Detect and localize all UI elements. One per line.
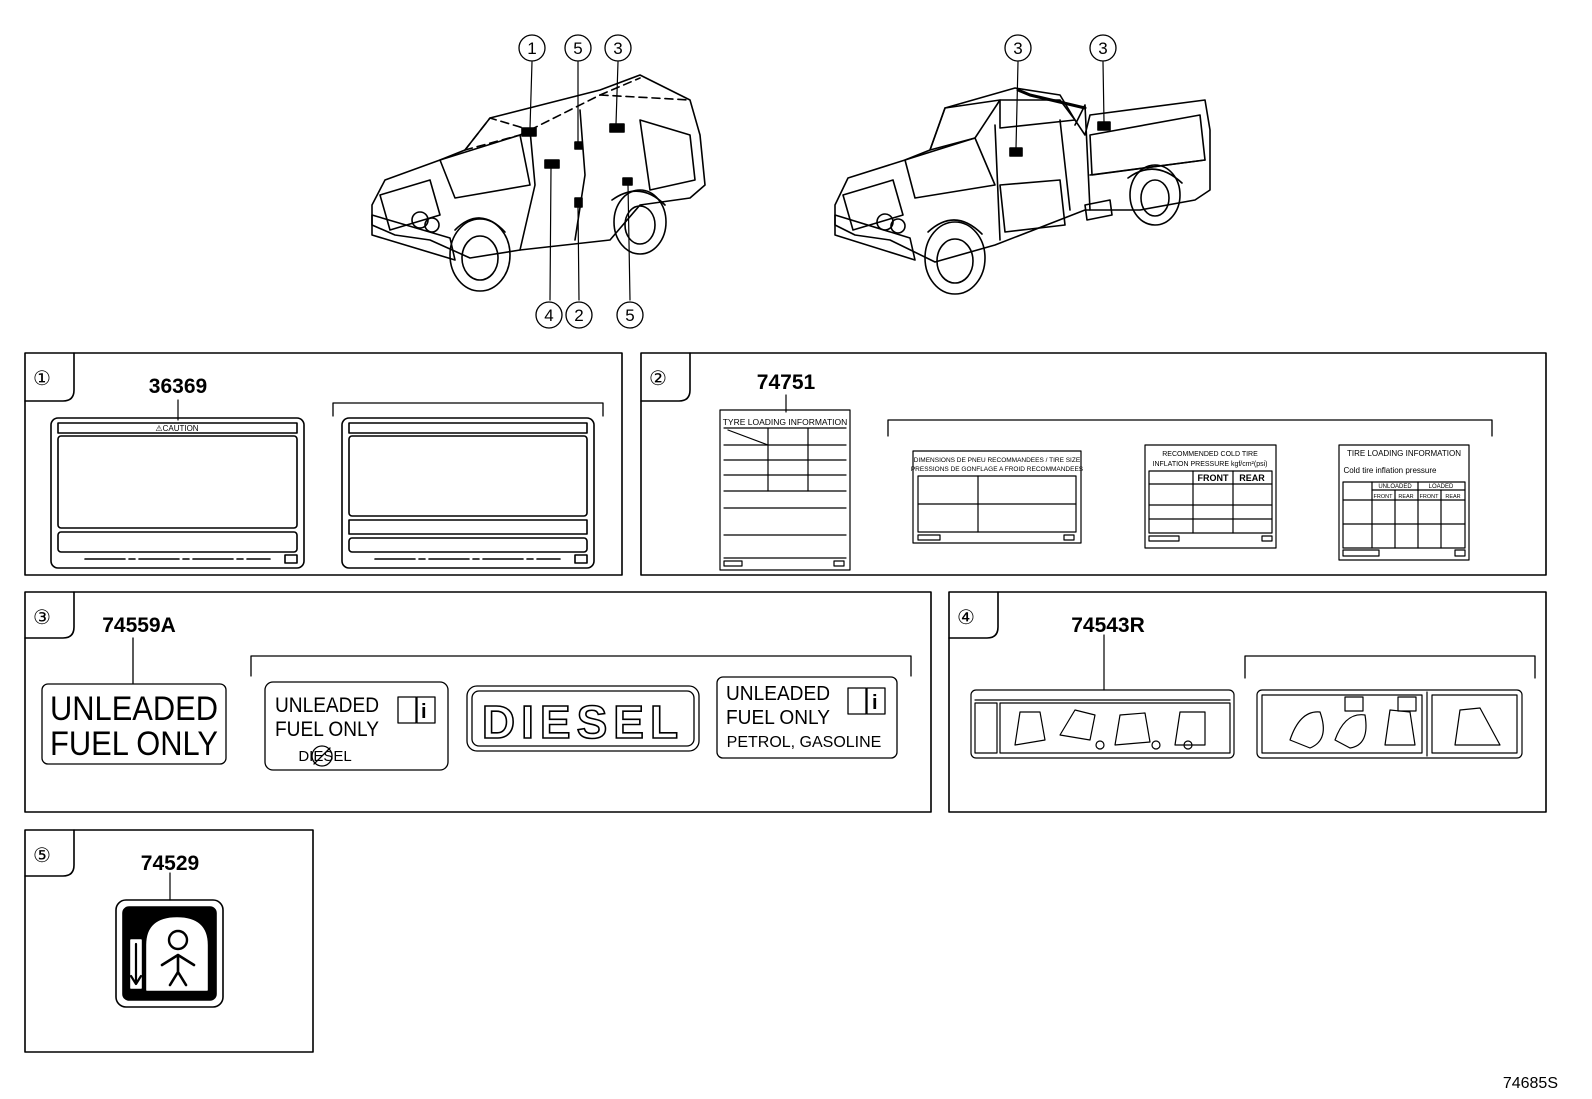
panel-2-labels xyxy=(719,394,1493,571)
panel-3-labels xyxy=(41,637,912,771)
recommended-line-1: RECOMMENDED COLD TIRE xyxy=(1162,451,1258,458)
front-col-2: FRONT xyxy=(1420,494,1440,500)
part-number-74559a: 74559A xyxy=(102,614,176,637)
unloaded-header: UNLOADED xyxy=(1378,484,1412,490)
panel-1-callout: ① xyxy=(33,366,51,390)
panel-2-callout: ② xyxy=(649,366,667,390)
unleaded-petrol-line-1: UNLEADED xyxy=(726,683,830,705)
callout-5-wagon-top: 5 xyxy=(573,39,582,58)
part-number-74751: 74751 xyxy=(757,371,816,394)
figure-code: 74685S xyxy=(1503,1075,1558,1092)
callout-3-wagon: 3 xyxy=(613,39,622,58)
callout-3-pickup-right: 3 xyxy=(1098,39,1107,58)
french-tire-line-2: PRESSIONS DE GONFLAGE A FROID RECOMMANDE… xyxy=(911,466,1084,473)
callout-1-wagon: 1 xyxy=(527,39,536,58)
panel-4-callout: ④ xyxy=(957,605,975,629)
svg-text:i: i xyxy=(872,692,878,714)
panel-1-text: ⚠CAUTION xyxy=(155,424,198,433)
unleaded-book-line-1: UNLEADED xyxy=(275,694,379,717)
panel-4-labels xyxy=(970,634,1536,759)
fuel-only-petrol: FUEL ONLY xyxy=(726,707,830,729)
panel-3-text: UNLEADED FUEL ONLY UNLEADED FUEL ONLY DI… xyxy=(50,683,881,765)
vehicle-pickup xyxy=(834,87,1211,295)
tire-loading-title: TIRE LOADING INFORMATION xyxy=(1347,449,1461,458)
part-number-74543r: 74543R xyxy=(1071,614,1145,637)
unleaded-large-line-1: UNLEADED xyxy=(50,690,218,728)
book-info-icons: i i xyxy=(421,692,878,723)
vehicle-wagon-leaders xyxy=(529,61,631,301)
callout-5-wagon-bottom: 5 xyxy=(625,306,634,325)
rear-col-2: REAR xyxy=(1445,494,1460,500)
fuel-only-large: FUEL ONLY xyxy=(50,725,218,763)
callout-2-wagon: 2 xyxy=(574,306,583,325)
vehicle-pickup-callouts xyxy=(1004,34,1117,62)
vehicle-wagon xyxy=(371,74,706,292)
diesel-crossed: DIESEL xyxy=(298,748,351,765)
loaded-header: LOADED xyxy=(1429,484,1454,490)
callout-4-wagon: 4 xyxy=(544,306,553,325)
part-number-74529: 74529 xyxy=(141,852,199,875)
panel-callouts: ① ② ③ ④ ⑤ xyxy=(33,366,975,867)
front-header: FRONT xyxy=(1198,473,1229,483)
vehicle-pickup-leaders xyxy=(1015,61,1105,149)
vehicle-callout-numbers: 1 5 3 4 2 5 3 3 xyxy=(527,39,1107,325)
diesel-outlined: DIESEL xyxy=(482,696,684,748)
part-numbers: 36369 74751 74559A 74543R 74529 74685S xyxy=(102,371,1558,1092)
panel-5-callout: ⑤ xyxy=(33,843,51,867)
caution-header: ⚠CAUTION xyxy=(155,424,198,433)
panel-frames xyxy=(24,352,1547,1053)
cold-tire-pressure: Cold tire inflation pressure xyxy=(1344,466,1437,475)
rear-col-1: REAR xyxy=(1398,494,1413,500)
panel-1-labels xyxy=(50,399,604,569)
petrol-gasoline: PETROL, GASOLINE xyxy=(727,734,882,751)
rear-header: REAR xyxy=(1239,473,1265,483)
svg-text:i: i xyxy=(421,701,427,723)
front-col-1: FRONT xyxy=(1374,494,1394,500)
callout-3-pickup-left: 3 xyxy=(1013,39,1022,58)
recommended-line-2: INFLATION PRESSURE kgf/cm²(psi) xyxy=(1153,461,1268,468)
part-number-36369: 36369 xyxy=(149,375,207,398)
vehicle-wagon-callouts xyxy=(518,34,644,329)
panel-3-callout: ③ xyxy=(33,605,51,629)
tyre-loading-title: TYRE LOADING INFORMATION xyxy=(723,417,848,427)
panel-5-labels xyxy=(115,872,224,1008)
fuel-only-book: FUEL ONLY xyxy=(275,718,379,741)
french-tire-line-1: DIMENSIONS DE PNEU RECOMMANDEES / TIRE S… xyxy=(914,457,1081,464)
panel-2-text: TYRE LOADING INFORMATION DIMENSIONS DE P… xyxy=(723,417,1462,500)
